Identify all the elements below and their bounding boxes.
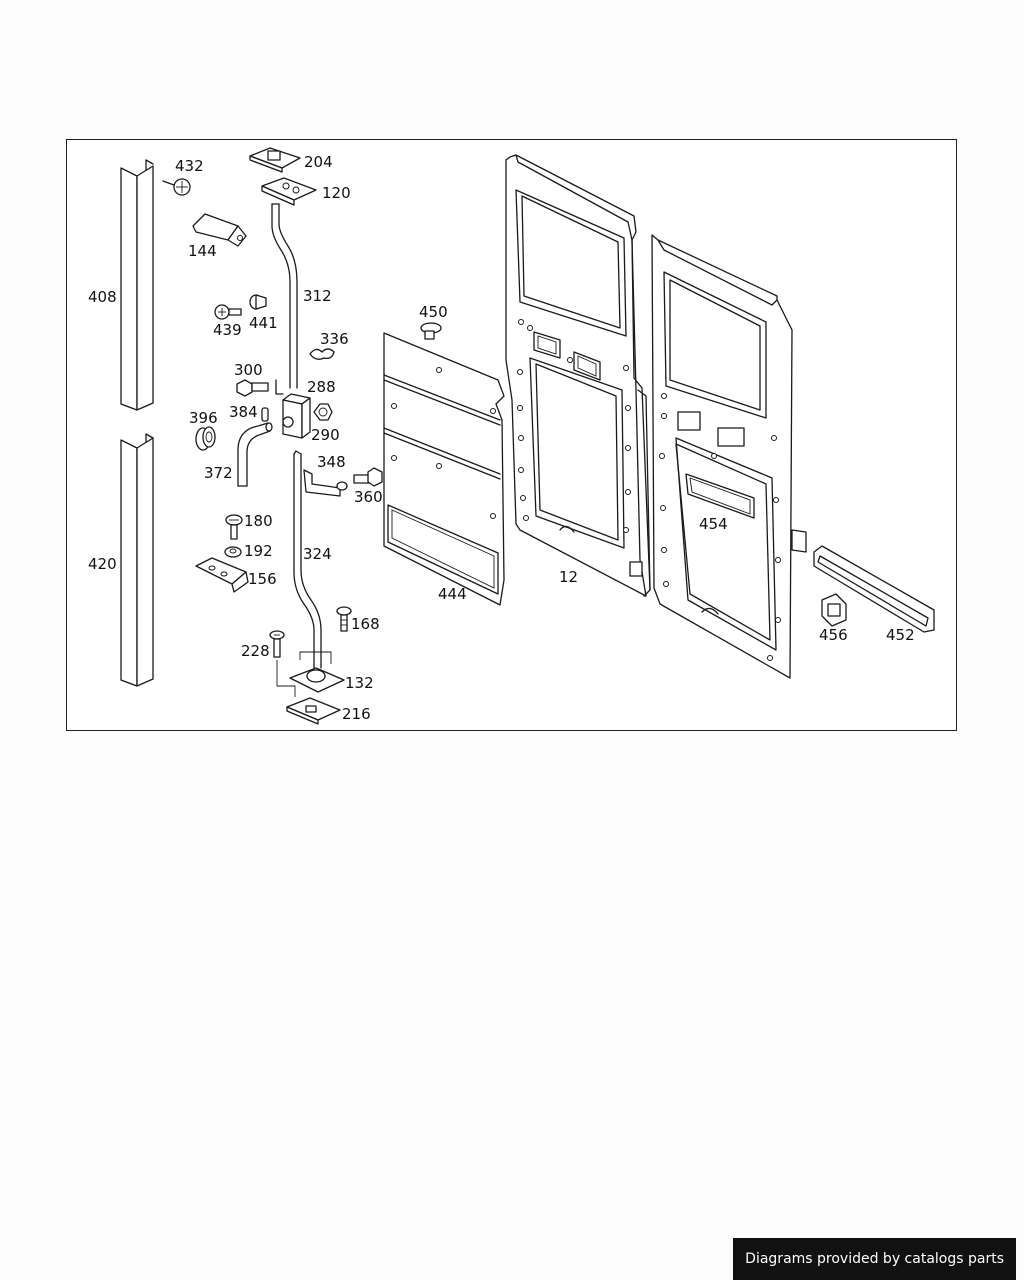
label-192: 192 — [244, 542, 273, 560]
label-324: 324 — [303, 545, 332, 563]
label-439: 439 — [213, 321, 242, 339]
part-432-screw — [162, 178, 191, 196]
part-420-lower-pillar-trim — [120, 433, 154, 687]
credit-badge: Diagrams provided by catalogs parts — [733, 1238, 1016, 1280]
label-408: 408 — [88, 288, 117, 306]
label-120: 120 — [322, 184, 351, 202]
label-360: 360 — [354, 488, 383, 506]
part-12-rear-door-shell — [505, 154, 651, 597]
part-348-bracket — [303, 469, 348, 497]
label-216: 216 — [342, 705, 371, 723]
label-441: 441 — [249, 314, 278, 332]
part-439-screw — [214, 304, 242, 320]
label-348: 348 — [317, 453, 346, 471]
part-156-bracket — [195, 557, 249, 593]
label-454: 454 — [699, 515, 728, 533]
part-454-outer-door-panel — [651, 234, 807, 679]
label-288: 288 — [307, 378, 336, 396]
part-324-lower-rod — [293, 450, 322, 669]
part-450-clip — [420, 322, 442, 340]
label-168: 168 — [351, 615, 380, 633]
part-452-handle-strip — [813, 545, 935, 633]
part-408-upper-pillar-trim — [120, 159, 154, 411]
label-204: 204 — [304, 153, 333, 171]
part-132-base-plate — [276, 651, 345, 697]
part-360-bolt — [353, 467, 383, 487]
part-labels: 432 144 408 420 439 441 300 384 396 372 … — [88, 153, 915, 723]
label-180: 180 — [244, 512, 273, 530]
part-384-pin — [261, 407, 269, 422]
part-288-lock-body — [275, 379, 311, 439]
label-144: 144 — [188, 242, 217, 260]
label-396: 396 — [189, 409, 218, 427]
part-290-nut — [313, 403, 333, 421]
part-180-screw — [225, 514, 243, 540]
label-450: 450 — [419, 303, 448, 321]
part-396-grommet — [195, 426, 216, 451]
part-312-upper-rod — [271, 203, 298, 389]
label-384: 384 — [229, 403, 258, 421]
label-444: 444 — [438, 585, 467, 603]
label-432: 432 — [175, 157, 204, 175]
part-456-handle-clip — [821, 593, 847, 627]
label-420: 420 — [88, 555, 117, 573]
label-452: 452 — [886, 626, 915, 644]
label-312: 312 — [303, 287, 332, 305]
part-192-washer — [224, 546, 242, 558]
label-456: 456 — [819, 626, 848, 644]
part-228-screw — [269, 630, 285, 658]
label-290: 290 — [311, 426, 340, 444]
part-372-hose — [237, 422, 273, 487]
part-441-plug — [249, 294, 267, 310]
part-216-bottom-plate — [286, 697, 341, 725]
part-300-bolt — [236, 379, 269, 397]
label-132: 132 — [345, 674, 374, 692]
part-144-clip — [192, 213, 247, 247]
label-372: 372 — [204, 464, 233, 482]
part-444-inner-trim-panel — [383, 332, 505, 606]
label-156: 156 — [248, 570, 277, 588]
label-300: 300 — [234, 361, 263, 379]
part-168-screw — [336, 606, 352, 632]
part-204-top-plate — [249, 147, 301, 173]
part-120-bracket — [261, 177, 317, 206]
label-228: 228 — [241, 642, 270, 660]
label-336: 336 — [320, 330, 349, 348]
part-336-spring-clip — [309, 348, 335, 360]
label-12: 12 — [559, 568, 578, 586]
